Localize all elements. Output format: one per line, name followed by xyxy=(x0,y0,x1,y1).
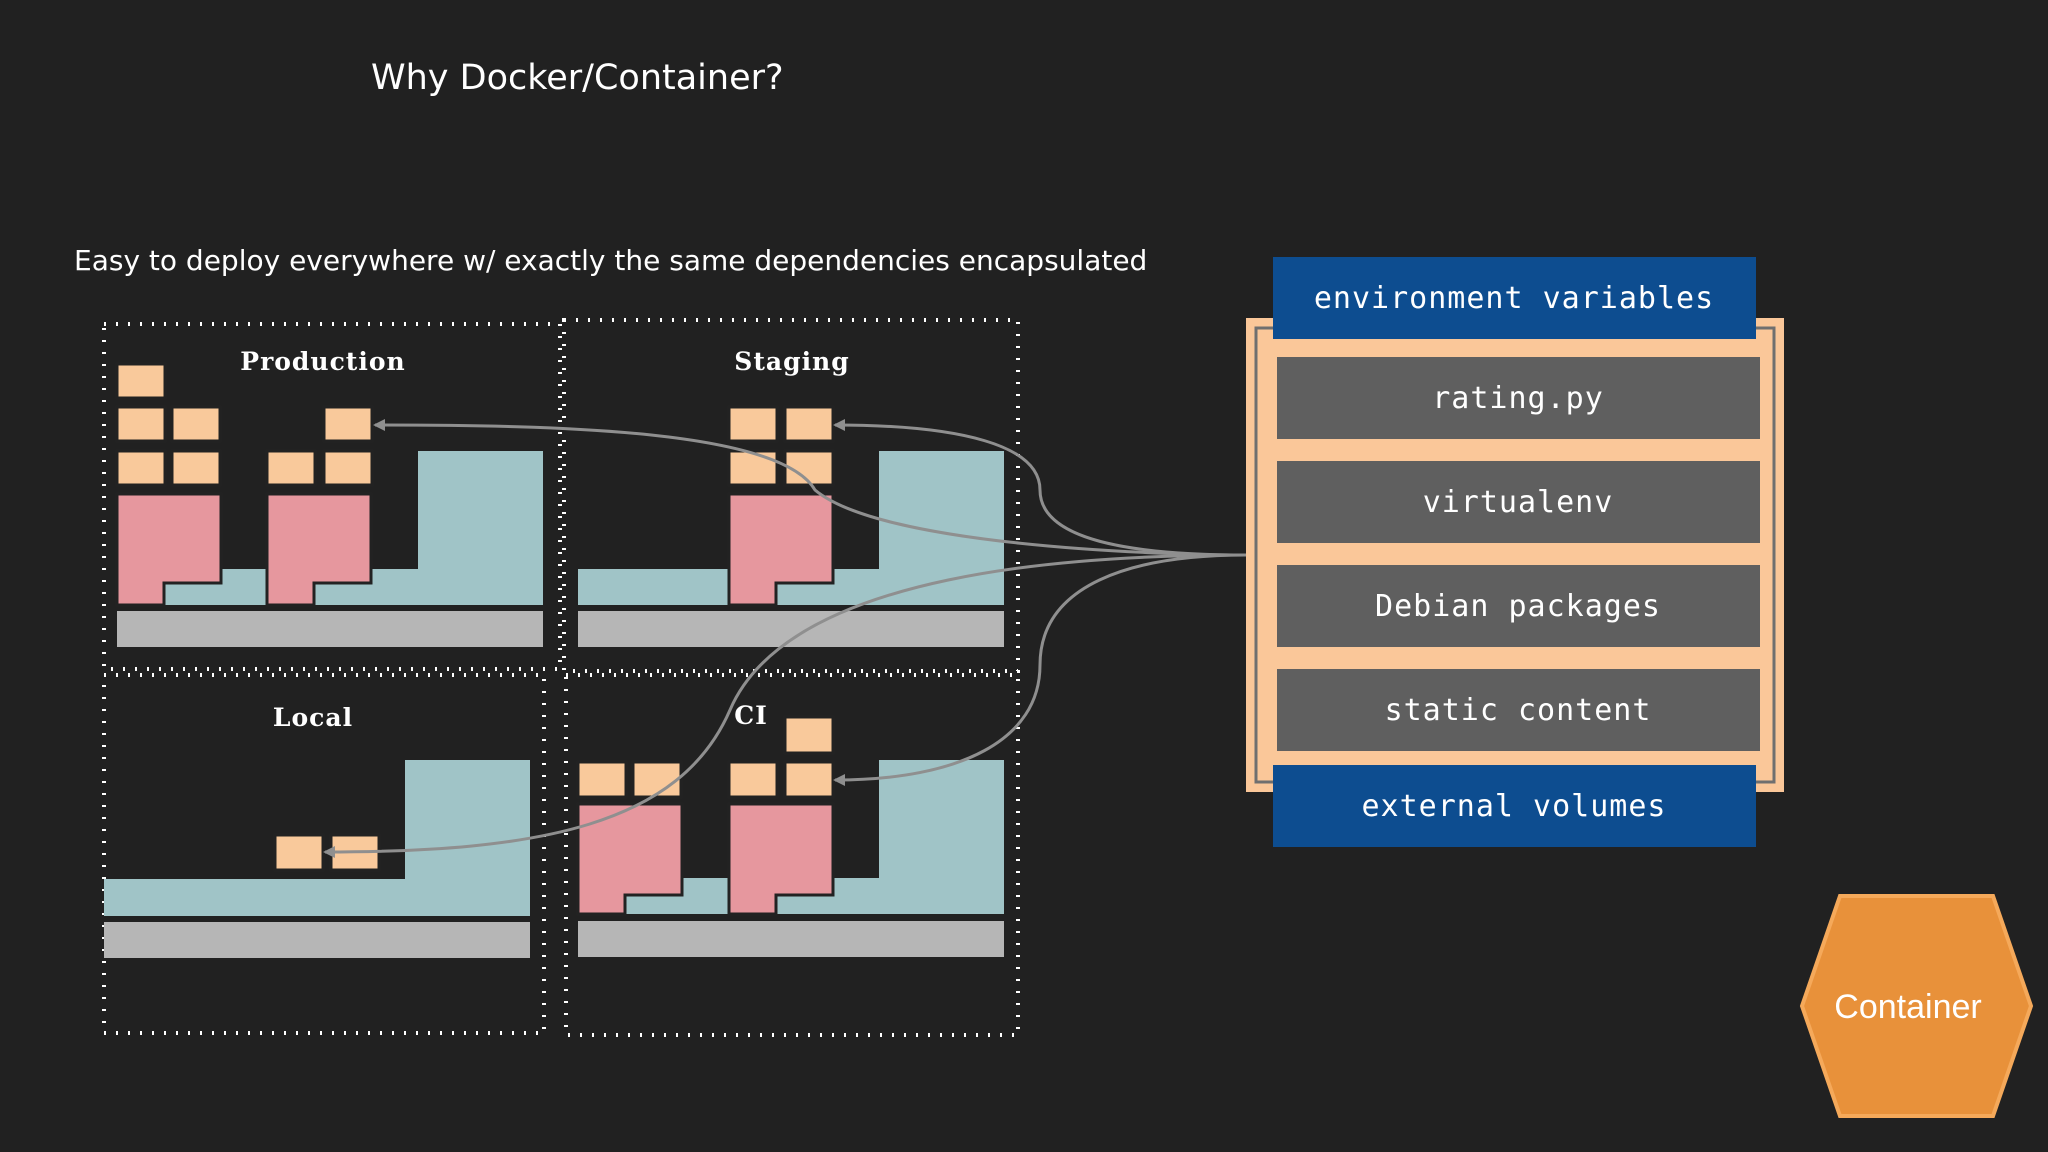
environment-frame xyxy=(102,673,546,1035)
teal-block xyxy=(104,879,530,916)
hexagon-icon xyxy=(1799,894,2034,1118)
package-box xyxy=(115,449,167,487)
environment-label-local: Local xyxy=(273,703,353,732)
container-stack: environment variables rating.py virtuale… xyxy=(1246,257,1784,847)
package-box xyxy=(783,715,835,755)
slide-subtitle: Easy to deploy everywhere w/ exactly the… xyxy=(74,244,1148,277)
base-bar xyxy=(117,611,543,647)
arrow-to-local xyxy=(323,553,1247,858)
package-box xyxy=(322,405,374,443)
package-box xyxy=(115,405,167,443)
layer-virtualenv xyxy=(1277,461,1760,543)
package-box xyxy=(727,449,779,487)
environment-label-staging: Staging xyxy=(734,347,849,376)
badge-label: Container xyxy=(1834,988,1981,1026)
package-box xyxy=(783,760,835,799)
package-box xyxy=(631,760,683,799)
container-badge: Container xyxy=(1799,894,2034,1118)
layer-label: Debian packages xyxy=(1375,589,1661,624)
pink-block xyxy=(115,492,223,607)
package-box xyxy=(783,405,835,443)
environment-frame xyxy=(562,318,1020,673)
layer-environment-variables xyxy=(1273,257,1756,339)
pink-block xyxy=(727,492,835,607)
pink-block xyxy=(727,802,835,916)
layer-label: external volumes xyxy=(1362,789,1667,824)
environment-label-ci: CI xyxy=(734,701,768,730)
base-bar xyxy=(578,921,1004,957)
arrow-to-production xyxy=(373,419,1247,557)
package-box xyxy=(265,449,317,487)
environment-production: Production xyxy=(102,322,562,671)
environment-ci: CI xyxy=(564,673,1020,1037)
layer-label: static content xyxy=(1385,693,1652,728)
layer-static-content xyxy=(1277,669,1760,751)
slide-title: Why Docker/Container? xyxy=(371,58,784,98)
environment-staging: Staging xyxy=(562,318,1020,673)
pink-block xyxy=(265,492,373,607)
layer-label: rating.py xyxy=(1432,381,1604,416)
layer-label: virtualenv xyxy=(1423,485,1614,520)
package-box xyxy=(170,449,222,487)
package-box xyxy=(170,405,222,443)
layer-debian-packages xyxy=(1277,565,1760,647)
package-box xyxy=(727,760,779,799)
layer-label: environment variables xyxy=(1314,281,1714,316)
package-box xyxy=(576,760,628,799)
environment-frame xyxy=(102,322,562,671)
package-box xyxy=(115,362,167,400)
package-box xyxy=(322,449,374,487)
package-box xyxy=(273,833,325,872)
package-box xyxy=(727,405,779,443)
environment-local: Local xyxy=(102,673,546,1035)
layer-rating-py xyxy=(1277,357,1760,439)
environment-label-production: Production xyxy=(240,347,405,376)
base-bar xyxy=(104,922,530,958)
deployment-arrows xyxy=(323,419,1247,858)
pink-block xyxy=(576,802,684,916)
layer-external-volumes xyxy=(1273,765,1756,847)
arrow-to-ci xyxy=(833,553,1247,786)
arrow-to-staging xyxy=(833,419,1247,557)
